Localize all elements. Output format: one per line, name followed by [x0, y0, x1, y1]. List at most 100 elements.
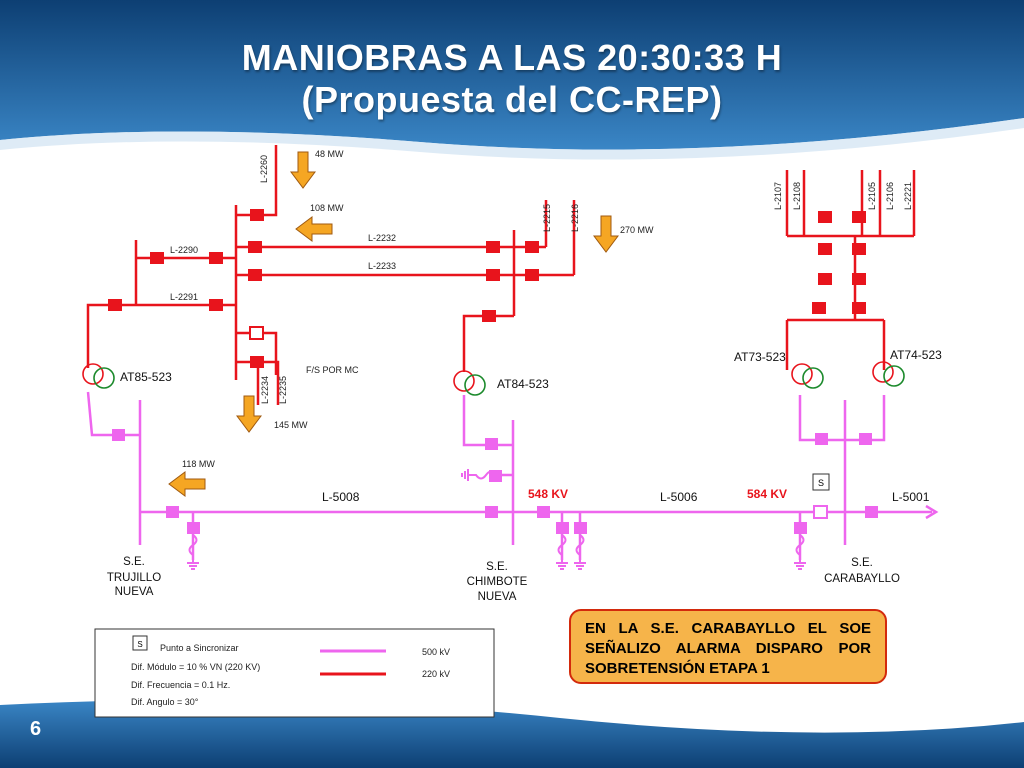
flow-label-48mw: 48 MW: [315, 149, 344, 159]
page-subtitle: (Propuesta del CC-REP): [301, 79, 723, 120]
flow-label-270mw: 270 MW: [620, 225, 654, 235]
transformer-at73[interactable]: [791, 363, 824, 389]
station-chimbote-line1: S.E.: [486, 561, 508, 573]
transformer-label-at85: AT85-523: [120, 370, 172, 384]
reactor-symbols: [187, 469, 806, 570]
flow-label-108mw: 108 MW: [310, 203, 344, 213]
breaker[interactable]: [209, 299, 223, 311]
breaker[interactable]: [486, 241, 500, 253]
breaker[interactable]: [859, 433, 872, 445]
voltage-carabayllo: 584 KV: [747, 487, 787, 501]
legend-frecuencia: Dif. Frecuencia = 0.1 Hz.: [131, 680, 230, 690]
breaker[interactable]: [166, 506, 179, 518]
line-label-l2106: L-2106: [885, 182, 895, 210]
line-label-l2215: L-2215: [542, 204, 552, 232]
breaker[interactable]: [209, 252, 223, 264]
transformer-at85[interactable]: [82, 363, 115, 389]
line-label-l5008: L-5008: [322, 490, 360, 504]
breaker[interactable]: [794, 522, 807, 534]
breaker[interactable]: [489, 470, 502, 482]
open-breaker-500[interactable]: [813, 505, 828, 519]
transformer-at74[interactable]: [872, 361, 905, 387]
breaker[interactable]: [108, 299, 122, 311]
breaker[interactable]: [818, 211, 832, 223]
line-label-l5006: L-5006: [660, 490, 698, 504]
top-banner: [0, 0, 1024, 160]
station-trujillo-line3: NUEVA: [115, 586, 154, 598]
kv500-network: [86, 391, 939, 560]
arrow-270mw-icon: [593, 215, 619, 253]
breaker[interactable]: [482, 310, 496, 322]
breaker[interactable]: [852, 243, 866, 255]
mask-block: [518, 423, 592, 449]
breaker[interactable]: [815, 433, 828, 445]
page-number: 6: [30, 718, 42, 740]
legend: S Punto a Sincronizar Dif. Módulo = 10 %…: [94, 628, 495, 718]
breaker[interactable]: [187, 522, 200, 534]
sync-marker-label: S: [818, 478, 824, 488]
legend-sync-symbol: [132, 635, 148, 651]
kv500-breakers: [112, 429, 878, 534]
station-chimbote-line2: CHIMBOTE: [467, 576, 528, 588]
legend-220kv: 220 kV: [422, 669, 450, 679]
transformer-label-at74: AT74-523: [890, 348, 942, 362]
transformer-label-at73: AT73-523: [734, 350, 786, 364]
breaker[interactable]: [485, 506, 498, 518]
line-label-l2235: L-2235: [278, 376, 288, 404]
transformer-labels: AT85-523 AT84-523 AT73-523 AT74-523: [120, 348, 942, 391]
line-label-l2108: L-2108: [792, 182, 802, 210]
kv220-network: [86, 145, 916, 405]
line-label-l2232: L-2232: [368, 233, 396, 243]
arrow-118mw-icon: [168, 471, 206, 497]
flow-labels: 48 MW 108 MW 270 MW 145 MW 118 MW F/S PO…: [182, 149, 654, 469]
line-label-l2221: L-2221: [903, 182, 913, 210]
line-label-l2290: L-2290: [170, 245, 198, 255]
arrow-48mw-icon: [290, 151, 316, 189]
flow-label-145mw: 145 MW: [274, 420, 308, 430]
breaker[interactable]: [248, 269, 262, 281]
breaker[interactable]: [852, 273, 866, 285]
breaker[interactable]: [818, 273, 832, 285]
line-labels: L-2232 L-2233 L-2290 L-2291: [170, 233, 396, 302]
line-label-l2234: L-2234: [260, 376, 270, 404]
breaker[interactable]: [852, 302, 866, 314]
breaker[interactable]: [250, 356, 264, 368]
breaker[interactable]: [486, 269, 500, 281]
breaker[interactable]: [248, 241, 262, 253]
arrow-145mw-icon: [236, 395, 262, 433]
breaker[interactable]: [250, 209, 264, 221]
breaker[interactable]: [574, 522, 587, 534]
station-trujillo-line2: TRUJILLO: [107, 572, 161, 584]
line-label-l2216: L-2216: [570, 204, 580, 232]
breaker[interactable]: [852, 211, 866, 223]
station-labels: S.E. TRUJILLO NUEVA S.E. CHIMBOTE NUEVA …: [107, 556, 900, 603]
legend-angulo: Dif. Angulo = 30°: [131, 697, 199, 707]
kv220-breakers: [108, 209, 866, 368]
arrow-108mw-icon: [295, 216, 333, 242]
breaker[interactable]: [865, 506, 878, 518]
line-label-l2233: L-2233: [368, 261, 396, 271]
flow-label-118mw: 118 MW: [182, 459, 215, 469]
legend-sync-symbol-label: S: [137, 640, 142, 649]
breaker[interactable]: [537, 506, 550, 518]
breaker[interactable]: [485, 438, 498, 450]
legend-500kv: 500 kV: [422, 647, 450, 657]
flow-arrows: [168, 151, 619, 497]
breaker[interactable]: [556, 522, 569, 534]
vertical-line-labels: L-2260 L-2215 L-2216 L-2234 L-2235 L-210…: [259, 155, 913, 404]
breaker[interactable]: [812, 302, 826, 314]
breaker[interactable]: [150, 252, 164, 264]
station-trujillo-line1: S.E.: [123, 556, 145, 568]
open-breaker[interactable]: [249, 326, 264, 340]
breaker[interactable]: [525, 269, 539, 281]
breaker[interactable]: [818, 243, 832, 255]
alarm-callout: EN LA S.E. CARABAYLLO EL SOE SEÑALIZO AL…: [569, 609, 887, 684]
breaker[interactable]: [525, 241, 539, 253]
station-carabayllo-line2: CARABAYLLO: [824, 573, 900, 585]
transformer-at84[interactable]: [453, 370, 486, 396]
transformer-label-at84: AT84-523: [497, 377, 549, 391]
breaker[interactable]: [112, 429, 125, 441]
legend-sync: Punto a Sincronizar: [160, 643, 239, 653]
line-label-l2105: L-2105: [867, 182, 877, 210]
